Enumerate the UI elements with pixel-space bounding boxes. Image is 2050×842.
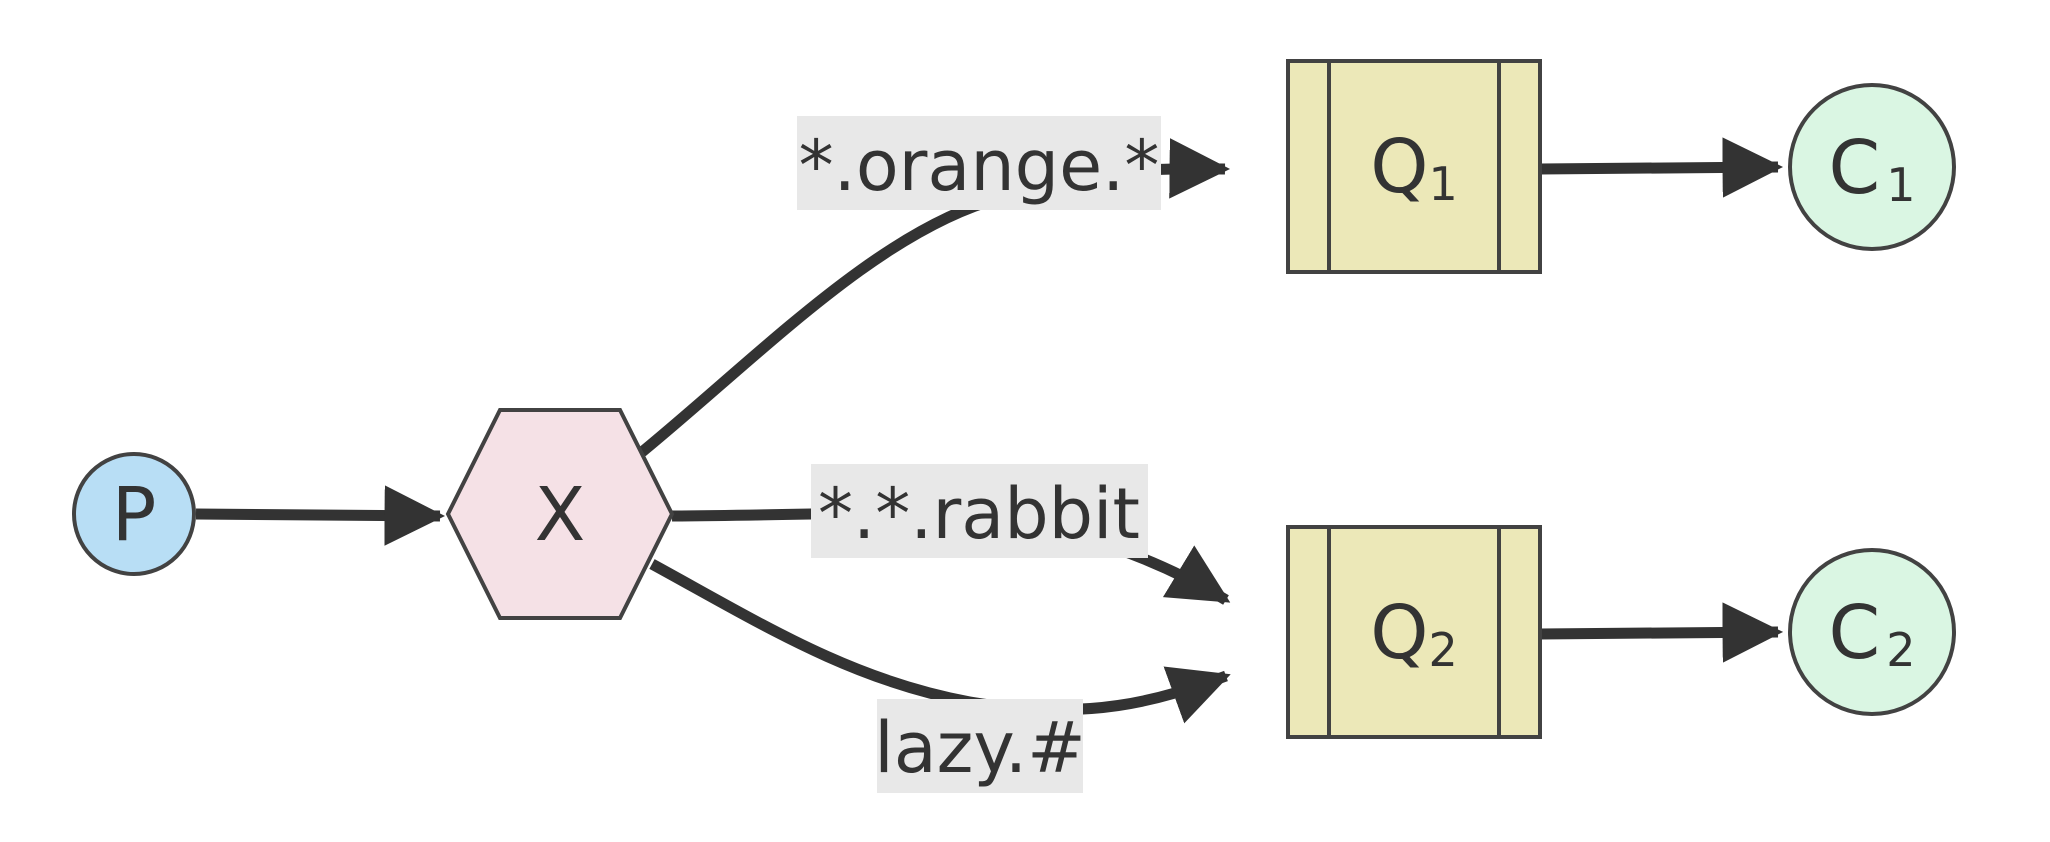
edge-p-to-x [195,485,446,546]
edge-q1-to-c1 [1539,137,1784,198]
edge-label-lazy: lazy.# [874,699,1086,793]
edge-label-orange-text: *.orange.* [799,125,1160,207]
queue1-label-main: Q [1370,124,1428,210]
consumer2-label-main: C [1829,590,1881,676]
edge-label-lazy-text: lazy.# [874,707,1085,789]
exchange-node: X [445,408,675,620]
consumer1-label-sub: 1 [1886,158,1915,212]
queue1-label-sub: 1 [1428,157,1457,211]
queue1-label: Q1 [1370,124,1458,211]
queue2-label-sub: 2 [1428,623,1457,677]
edge-x-to-q1-orange [638,138,1231,457]
edge-label-rabbit: *.*.rabbit [811,464,1148,558]
queue2-node: Q2 [1286,525,1542,739]
queue2-label-main: Q [1370,590,1428,676]
consumer2-label-sub: 2 [1886,623,1915,677]
edge-label-rabbit-text: *.*.rabbit [818,473,1140,555]
queue1-node: Q1 [1286,59,1542,274]
exchange-label: X [535,472,586,558]
consumer1-label-main: C [1829,125,1881,211]
producer-node: P [72,452,196,576]
queue2-label: Q2 [1370,590,1458,677]
edge-x-to-q2-lazy [649,559,1231,724]
producer-label: P [112,472,157,558]
edge-label-orange: *.orange.* [797,116,1161,210]
edge-q2-to-c2 [1539,602,1784,663]
